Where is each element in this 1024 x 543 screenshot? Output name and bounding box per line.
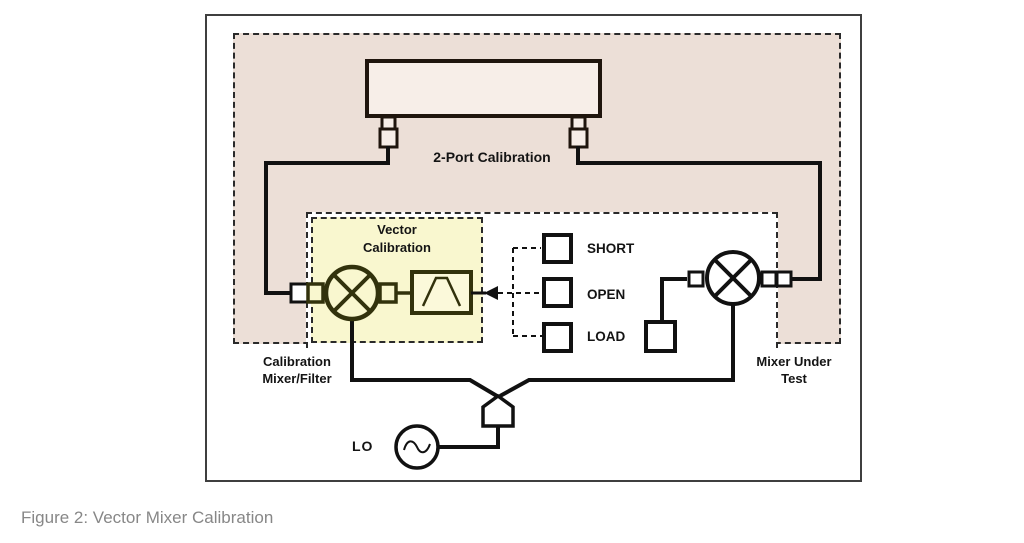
mixer-under-test-line1: Mixer Under — [756, 354, 832, 369]
two-port-calibration-label: 2-Port Calibration — [433, 149, 551, 165]
mixer-under-test-label: Mixer Under Test — [733, 353, 855, 387]
network-analyzer-box — [365, 59, 602, 118]
short-label: SHORT — [587, 241, 635, 256]
open-label: OPEN — [587, 287, 626, 302]
mixer-under-test-line2: Test — [781, 371, 807, 386]
calibration-mixer-label: Calibration Mixer/Filter — [236, 353, 358, 387]
load-label: LOAD — [587, 329, 626, 344]
vector-calibration-line1: Vector — [377, 222, 417, 237]
vector-calibration-line2: Calibration — [363, 240, 431, 255]
vector-calibration-label: Vector Calibration — [315, 221, 479, 257]
figure-caption: Figure 2: Vector Mixer Calibration — [21, 508, 274, 527]
calibration-mixer-line1: Calibration — [263, 354, 331, 369]
lo-label: LO — [352, 438, 374, 454]
calibration-mixer-line2: Mixer/Filter — [262, 371, 332, 386]
